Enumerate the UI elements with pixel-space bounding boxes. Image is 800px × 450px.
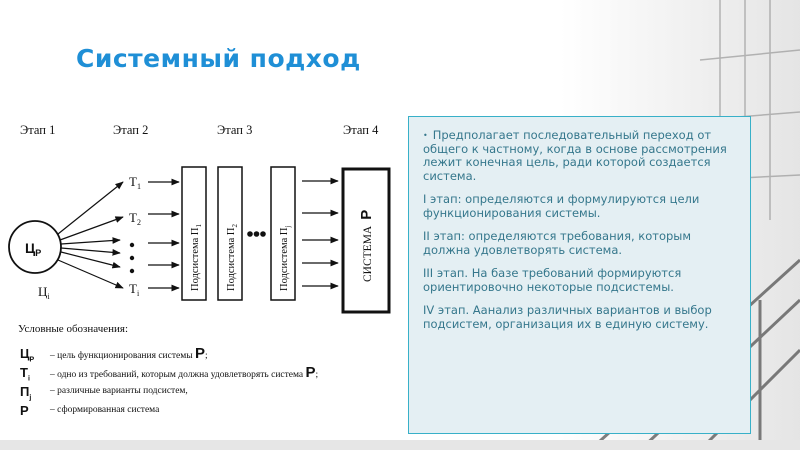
requirement-t1: T1: [129, 174, 141, 191]
legend-description: – цель функционирования системы Р;: [50, 345, 208, 362]
ellipsis-dot: [129, 242, 135, 248]
subsystem-label-2: Подсистема П2: [226, 223, 239, 291]
stage-4-label: Этап 4: [343, 123, 379, 137]
legend-symbol: Р: [20, 403, 29, 418]
arrow-goal-to-ti: [57, 259, 124, 289]
ellipsis-dot: [260, 231, 266, 237]
goal-circle: [8, 220, 62, 274]
subsystem-box-j: [270, 166, 296, 301]
arrow-goal-to-dot2: [60, 247, 121, 256]
ellipsis-dot: [247, 231, 253, 237]
subsystem-label-1: Подсистема П1: [190, 223, 203, 291]
page-title: Системный подход: [76, 44, 361, 73]
legend-row: Тi – одно из требований, которым должна …: [18, 363, 398, 383]
stage-3-label: Этап 3: [217, 123, 252, 137]
requirement-t2: T2: [129, 210, 141, 227]
goal-symbol: ЦP: [25, 240, 41, 258]
stage-1-label: Этап 1: [20, 123, 55, 137]
legend-symbol: Пj: [20, 384, 32, 402]
arrow-goal-to-t1: [57, 181, 124, 235]
legend-title: Условные обозначения:: [18, 323, 129, 335]
legend-symbol: Тi: [20, 365, 30, 383]
legend-row: Р – сформированная система: [18, 401, 398, 420]
description-panel: •Предполагает последовательный переход о…: [408, 116, 751, 434]
legend-description: – различные варианты подсистем,: [50, 386, 188, 396]
arrow-goal-to-dot1: [60, 237, 121, 245]
ellipsis-dot: [129, 268, 135, 274]
arrow-goal-to-t2: [59, 216, 124, 241]
bullet-icon: •: [423, 131, 428, 140]
subsystem-box-2: [217, 166, 243, 301]
subsystem-label-j: Подсистема Пj: [279, 225, 292, 291]
legend-row: Пj – различные варианты подсистем,: [18, 382, 398, 402]
system-label: СИСТЕМАР: [358, 210, 375, 282]
requirement-ti: Ti: [129, 281, 140, 298]
legend-symbol: ЦР: [20, 346, 35, 364]
goal-index-symbol: Цi: [38, 284, 50, 301]
panel-paragraph-intro: •Предполагает последовательный переход о…: [423, 128, 727, 183]
legend-row: ЦР – цель функционирования системы Р;: [18, 344, 398, 364]
panel-paragraph-stage-4: IV этап. Аанализ различных вариантов и в…: [423, 303, 712, 331]
legend: Условные обозначения: ЦР – цель функцион…: [18, 323, 398, 420]
system-box: [341, 167, 391, 314]
panel-paragraph-stage-1: I этап: определяются и формулируются цел…: [423, 192, 700, 220]
ellipsis-dot: [253, 231, 260, 237]
arrow-goal-to-dot3: [60, 251, 121, 269]
panel-paragraph-stage-2: II этап: определяются требования, которы…: [423, 229, 692, 257]
panel-paragraph-stage-3: III этап. На базе требований формируются…: [423, 266, 682, 294]
legend-description: – сформированная система: [50, 405, 160, 415]
stage-2-label: Этап 2: [113, 123, 148, 137]
legend-description: – одно из требований, которым должна удо…: [50, 364, 319, 381]
ellipsis-dot: [129, 255, 135, 261]
subsystem-box-1: [181, 166, 207, 301]
system-approach-diagram: Этап 1 Этап 2 Этап 3 Этап 4 ЦP Цi T1 T2 …: [8, 123, 391, 314]
